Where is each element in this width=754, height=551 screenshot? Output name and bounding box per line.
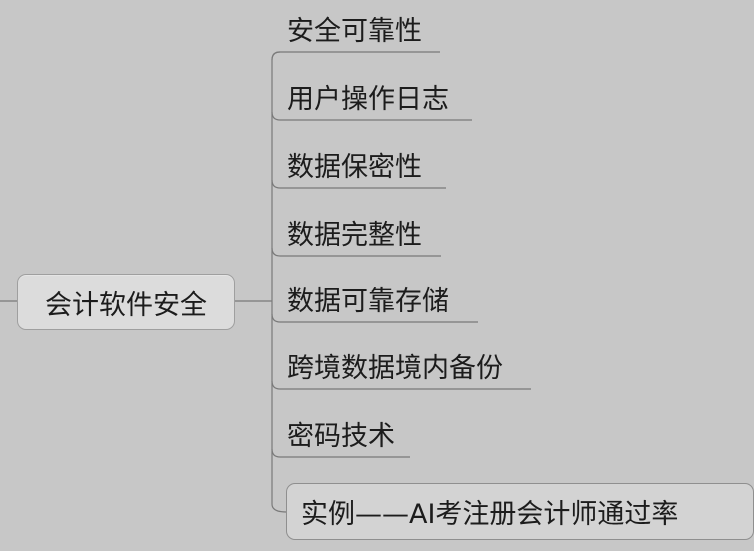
branch-node-label: 跨境数据境内备份 xyxy=(287,353,503,384)
branch-node-label: 数据完整性 xyxy=(287,220,422,251)
connector-branch-8 xyxy=(271,503,287,513)
branch-node-7[interactable]: 密码技术 xyxy=(287,420,395,454)
branch-node-1[interactable]: 安全可靠性 xyxy=(287,15,422,49)
branch-node-6[interactable]: 跨境数据境内备份 xyxy=(287,352,503,386)
branch-node-label: 密码技术 xyxy=(287,421,395,452)
example-node[interactable]: 实例——AI考注册会计师通过率 xyxy=(286,483,754,540)
connector-branch-6 xyxy=(271,380,531,390)
branch-node-label: 数据可靠存储 xyxy=(287,286,449,317)
connector-branch-3 xyxy=(271,179,446,189)
connector-branch-5 xyxy=(271,313,478,323)
branch-node-label: 数据保密性 xyxy=(287,152,422,183)
branch-node-label: 安全可靠性 xyxy=(287,16,422,47)
branch-node-4[interactable]: 数据完整性 xyxy=(287,219,422,253)
branch-node-3[interactable]: 数据保密性 xyxy=(287,151,422,185)
connector-branch-1 xyxy=(271,51,440,61)
example-node-label: 实例——AI考注册会计师通过率 xyxy=(301,499,679,530)
branch-node-2[interactable]: 用户操作日志 xyxy=(287,83,449,117)
root-node-label: 会计软件安全 xyxy=(45,289,207,321)
branch-node-5[interactable]: 数据可靠存储 xyxy=(287,285,449,319)
connector-branch-2 xyxy=(271,111,472,121)
connector-branch-7 xyxy=(271,448,410,458)
root-node[interactable]: 会计软件安全 xyxy=(17,274,235,330)
connector-branch-4 xyxy=(271,247,441,257)
branch-node-label: 用户操作日志 xyxy=(287,84,449,115)
